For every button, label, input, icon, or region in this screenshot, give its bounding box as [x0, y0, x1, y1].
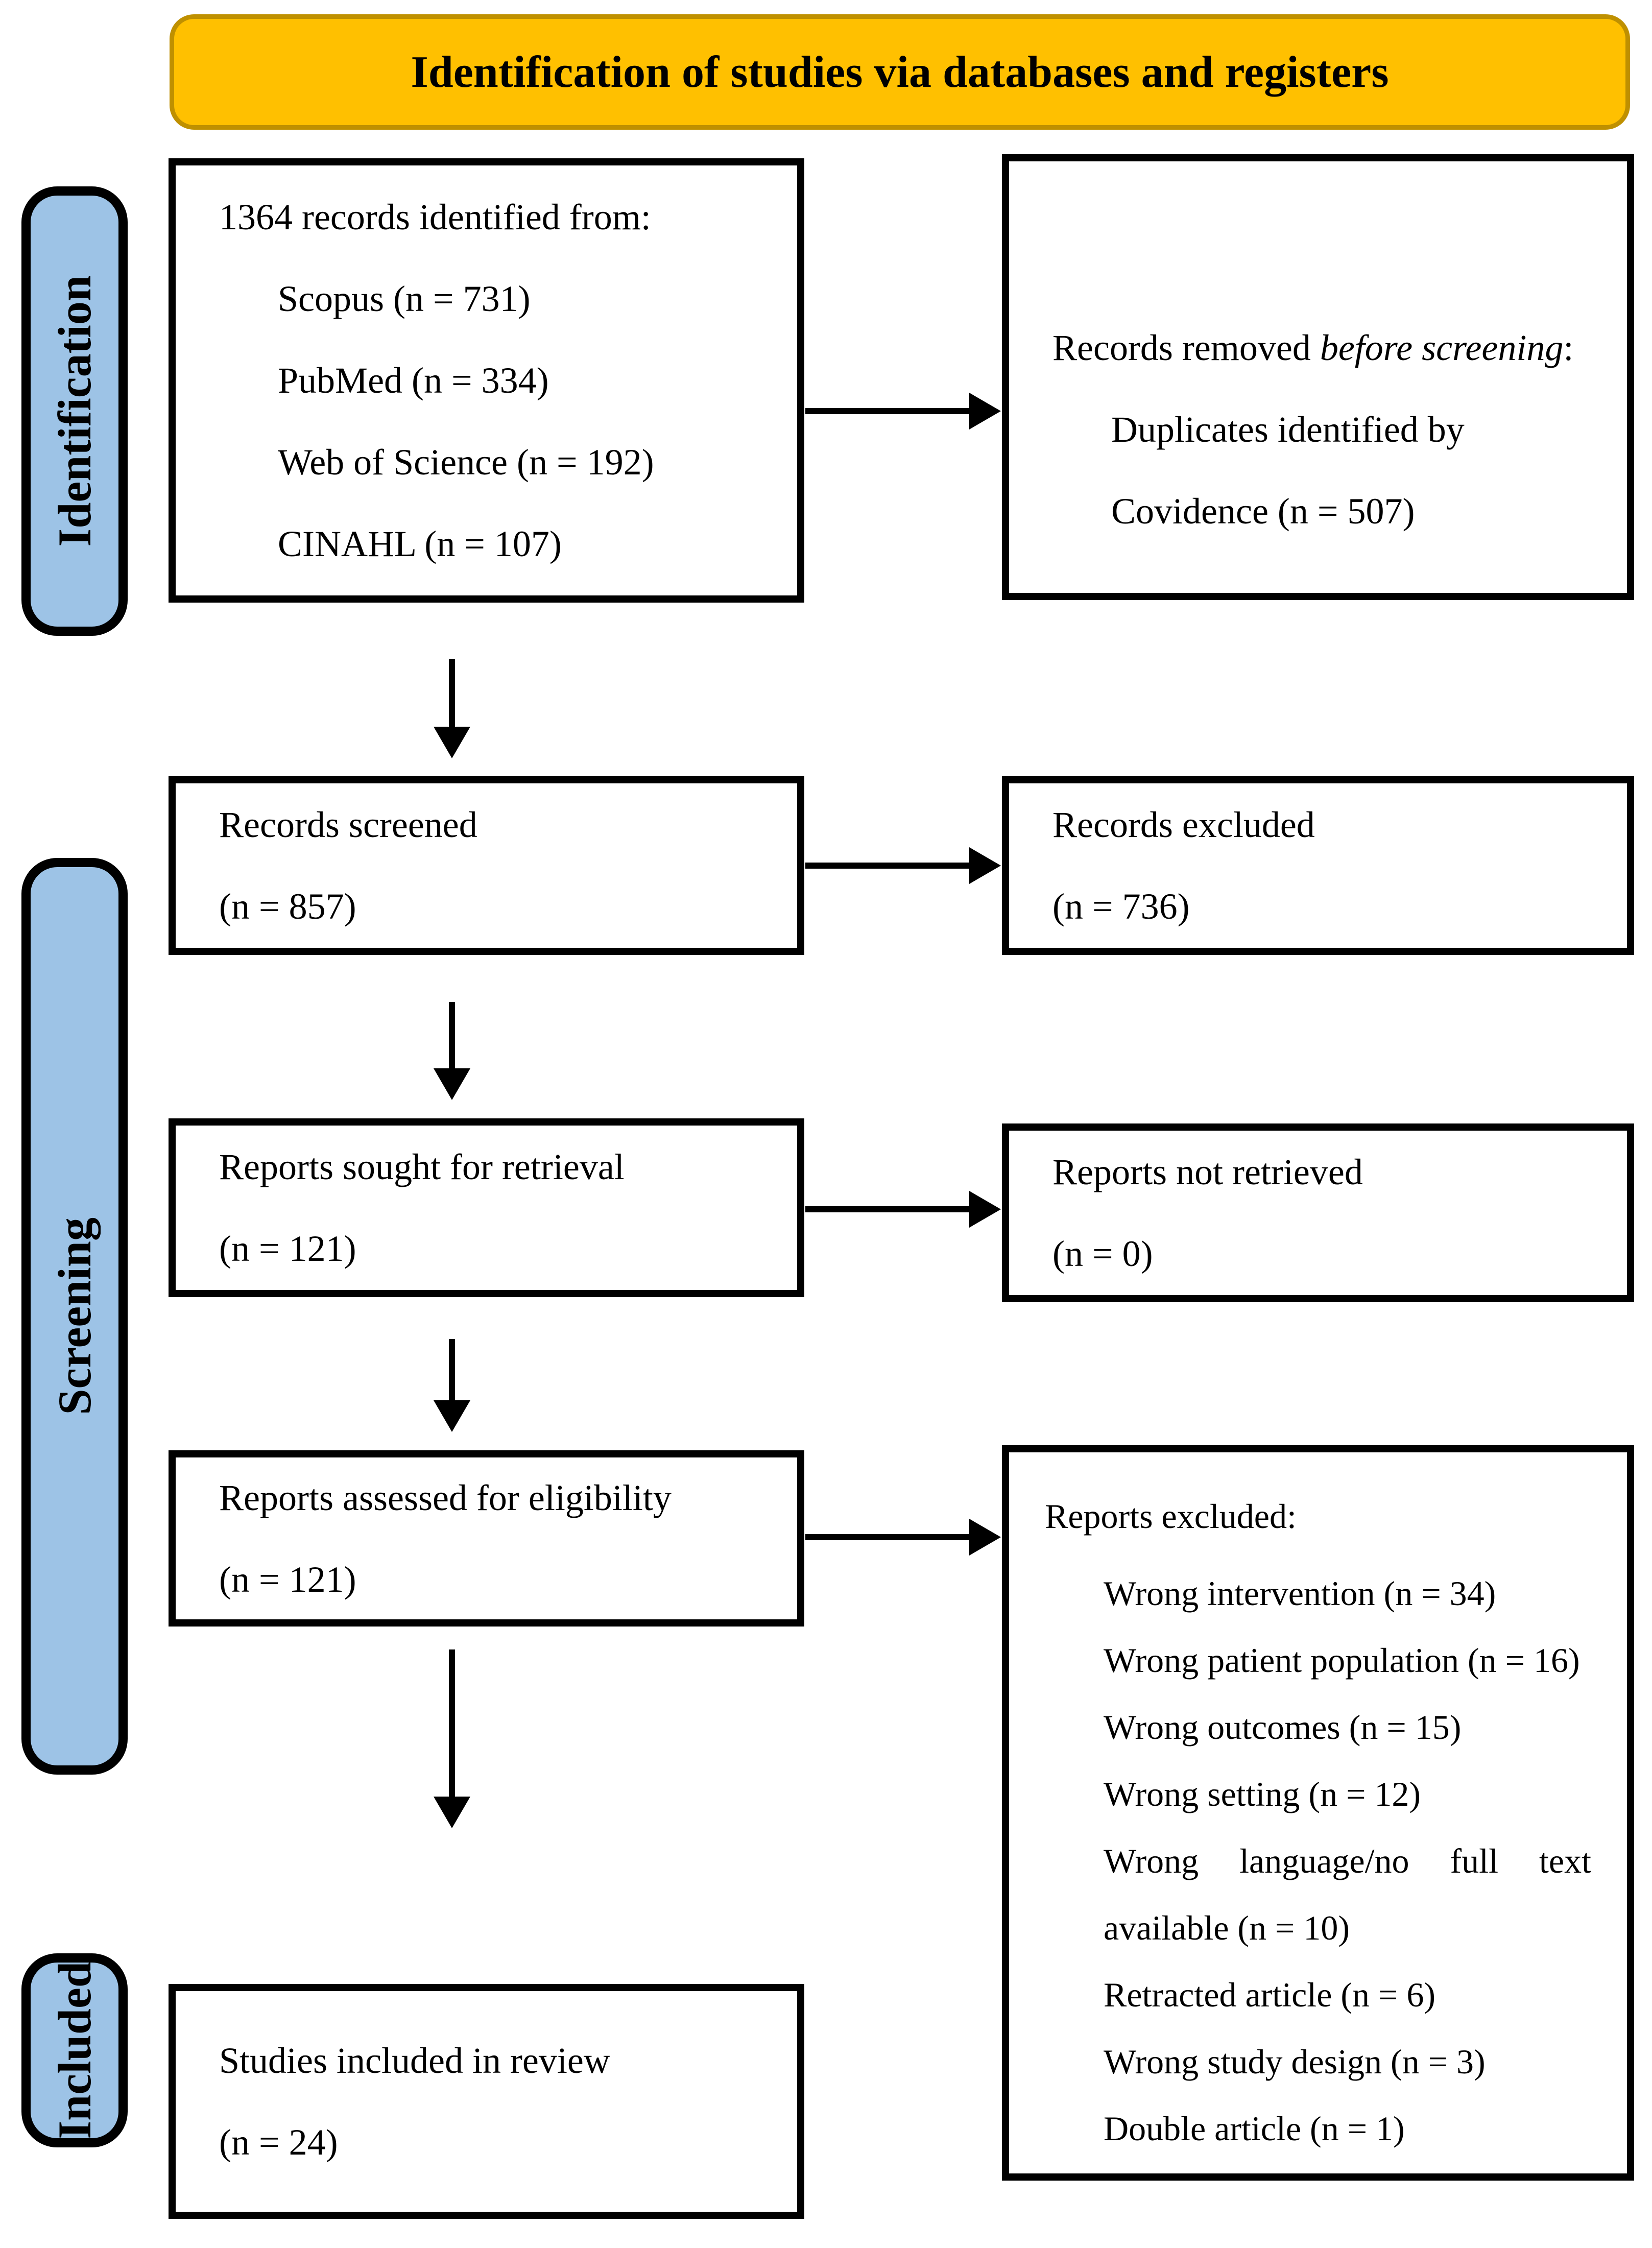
records-screened-line1: Records screened	[219, 804, 477, 845]
arrow-shaft	[805, 408, 973, 414]
records-removed-duplicates: Duplicates identified by Covidence (n = …	[1111, 409, 1465, 532]
stage-label-screening-text: Screening	[49, 1217, 101, 1415]
reports-sought-line1: Reports sought for retrieval	[219, 1146, 625, 1187]
reports-excluded-wrong-population: Wrong patient population (n = 16)	[1104, 1641, 1580, 1680]
studies-included-count: (n = 24)	[219, 2122, 338, 2163]
arrowhead-down-icon	[434, 1068, 470, 1100]
arrow-identified-to-screened	[412, 659, 492, 758]
box-records-excluded: Records excluded (n = 736)	[1002, 776, 1634, 955]
reports-excluded-wrong-intervention: Wrong intervention (n = 34)	[1104, 1574, 1496, 1613]
records-screened-count: (n = 857)	[219, 886, 356, 927]
reports-excluded-double-article: Double article (n = 1)	[1104, 2109, 1405, 2148]
reports-assessed-count: (n = 121)	[219, 1559, 356, 1600]
arrow-shaft	[449, 1002, 455, 1072]
records-removed-intro: Records removed before screening:	[1052, 307, 1612, 389]
reports-excluded-retracted: Retracted article (n = 6)	[1104, 1975, 1436, 2014]
records-removed-intro-suffix: :	[1563, 327, 1574, 368]
arrow-screened-to-excluded	[805, 830, 1001, 901]
records-removed-intro-italic: before screening	[1320, 327, 1564, 368]
reports-excluded-intro: Reports excluded:	[1045, 1497, 1297, 1536]
records-identified-source-wos: Web of Science (n = 192)	[278, 442, 654, 483]
reports-not-retrieved-line1: Reports not retrieved	[1052, 1152, 1363, 1192]
records-identified-source-scopus: Scopus (n = 731)	[278, 278, 531, 319]
box-reports-sought: Reports sought for retrieval (n = 121)	[169, 1118, 804, 1297]
reports-assessed-line1: Reports assessed for eligibility	[219, 1477, 672, 1518]
arrow-shaft	[449, 1339, 455, 1404]
reports-not-retrieved-count: (n = 0)	[1052, 1233, 1153, 1274]
arrowhead-down-icon	[434, 1797, 470, 1828]
arrow-screened-to-sought	[412, 1002, 492, 1100]
arrow-assessed-to-included	[412, 1649, 492, 1828]
stage-label-screening: Screening	[21, 858, 128, 1775]
reports-sought-count: (n = 121)	[219, 1228, 356, 1269]
records-identified-source-pubmed: PubMed (n = 334)	[278, 360, 549, 401]
stage-label-included: Included	[21, 1953, 128, 2147]
box-records-identified: 1364 records identified from: Scopus (n …	[169, 158, 804, 603]
reports-excluded-wrong-outcomes: Wrong outcomes (n = 15)	[1104, 1708, 1462, 1747]
box-records-screened: Records screened (n = 857)	[169, 776, 804, 955]
arrow-shaft	[805, 1206, 973, 1212]
records-excluded-count: (n = 736)	[1052, 886, 1190, 927]
reports-excluded-wrong-design: Wrong study design (n = 3)	[1104, 2042, 1486, 2081]
arrow-shaft	[805, 863, 973, 869]
arrow-assessed-to-reports-excluded	[805, 1501, 1001, 1573]
reports-excluded-wrong-language: Wrong language/no full text available (n…	[1104, 1842, 1591, 1947]
arrow-shaft	[805, 1534, 973, 1540]
arrowhead-right-icon	[969, 847, 1001, 884]
stage-label-identification: Identification	[21, 186, 128, 636]
records-removed-intro-prefix: Records removed	[1052, 327, 1320, 368]
arrowhead-down-icon	[434, 1400, 470, 1432]
records-identified-source-cinahl: CINAHL (n = 107)	[278, 523, 562, 564]
arrow-shaft	[449, 659, 455, 730]
arrow-sought-to-not-retrieved	[805, 1174, 1001, 1245]
box-reports-not-retrieved: Reports not retrieved (n = 0)	[1002, 1123, 1634, 1302]
records-excluded-line1: Records excluded	[1052, 804, 1315, 845]
box-reports-assessed: Reports assessed for eligibility (n = 12…	[169, 1450, 804, 1627]
reports-excluded-wrong-setting: Wrong setting (n = 12)	[1104, 1775, 1421, 1813]
banner-identification-via-databases: Identification of studies via databases …	[170, 14, 1630, 130]
box-reports-excluded: Reports excluded: Wrong intervention (n …	[1002, 1445, 1634, 2181]
box-records-removed-before-screening: Records removed before screening: Duplic…	[1002, 154, 1634, 600]
stage-label-included-text: Included	[49, 1962, 101, 2139]
stage-label-identification-text: Identification	[49, 275, 101, 547]
studies-included-line1: Studies included in review	[219, 2040, 610, 2081]
arrow-identified-to-removed	[805, 375, 1001, 447]
records-identified-intro: 1364 records identified from:	[219, 197, 651, 237]
arrow-sought-to-assessed	[412, 1339, 492, 1432]
box-studies-included: Studies included in review (n = 24)	[169, 1984, 804, 2219]
arrowhead-right-icon	[969, 1191, 1001, 1228]
arrowhead-down-icon	[434, 727, 470, 758]
banner-title: Identification of studies via databases …	[411, 47, 1389, 97]
arrowhead-right-icon	[969, 1519, 1001, 1556]
arrowhead-right-icon	[969, 393, 1001, 429]
arrow-shaft	[449, 1649, 455, 1800]
